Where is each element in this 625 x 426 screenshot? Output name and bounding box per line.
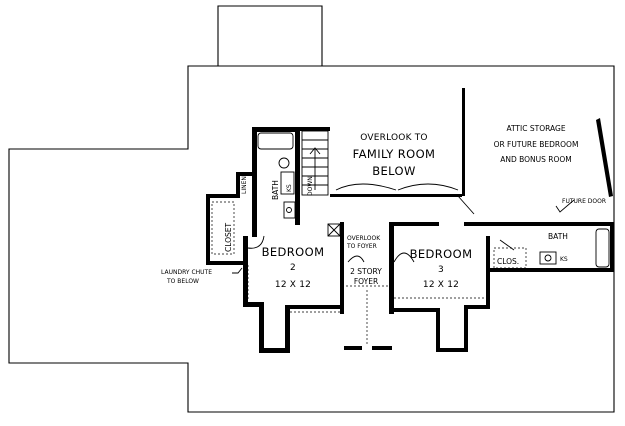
attic-line1: ATTIC STORAGE — [506, 124, 565, 133]
laundry-line1: LAUNDRY CHUTE — [161, 269, 212, 276]
laundry-line2: TO BELOW — [166, 278, 199, 285]
ks-left-label: KS — [286, 184, 293, 192]
bedroom3-line1: BEDROOM — [410, 247, 473, 261]
bedroom3-line2: 3 — [438, 265, 444, 275]
story-foyer-line1: 2 STORY — [350, 267, 382, 276]
bedroom3-line3: 12 X 12 — [423, 280, 459, 290]
overlook-family-line3: BELOW — [372, 164, 416, 178]
bedroom2-line1: BEDROOM — [262, 245, 325, 259]
overlook-family-line1: OVERLOOK TO — [360, 133, 427, 143]
down-label: DOWN — [307, 176, 314, 196]
overlook-foyer-line2: TO FOYER — [346, 243, 377, 250]
bath-right-label: BATH — [548, 232, 568, 241]
roof-perimeter — [8, 65, 615, 413]
closet-label: CLOSET — [224, 222, 233, 252]
overlook-foyer-line1: OVERLOOK — [347, 235, 381, 242]
future-door-label: FUTURE DOOR — [562, 198, 606, 205]
ks-right-label: KS — [560, 256, 568, 263]
clos-label: CLOS. — [497, 257, 519, 266]
exterior-walls — [206, 88, 614, 353]
story-foyer-line2: FOYER — [354, 277, 378, 286]
interior-lines — [211, 130, 610, 344]
bath-left-label: BATH — [271, 180, 280, 200]
attic-line3: AND BONUS ROOM — [500, 155, 572, 164]
attic-line2: OR FUTURE BEDROOM — [494, 140, 579, 149]
roof-outline — [188, 5, 323, 67]
bedroom2-line3: 12 X 12 — [275, 280, 311, 290]
overlook-family-line2: FAMILY ROOM — [353, 147, 436, 161]
linen-label: LINEN — [241, 176, 248, 194]
bedroom2-line2: 2 — [290, 263, 296, 273]
room-labels: OVERLOOK TO FAMILY ROOM BELOW ATTIC STOR… — [161, 124, 606, 290]
